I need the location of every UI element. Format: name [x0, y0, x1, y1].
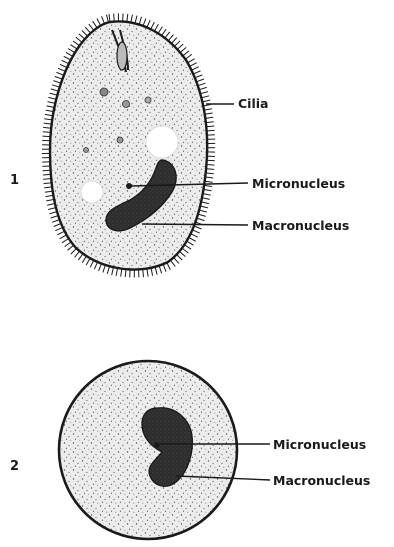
cilium [158, 27, 162, 34]
cilium [201, 202, 209, 204]
cilium [207, 165, 215, 166]
cilium [54, 224, 61, 227]
cilium [206, 126, 214, 127]
cilium [46, 199, 54, 201]
cilium [195, 75, 202, 78]
cilium [50, 93, 58, 95]
food-vacuole [100, 88, 108, 96]
cilium [207, 160, 215, 161]
cilium [89, 24, 94, 30]
cilium [79, 34, 85, 39]
cilium [204, 185, 212, 186]
cyst-macronucleus-label: Macronucleus [273, 473, 370, 488]
cilium [93, 21, 98, 28]
micronucleus-label: Micronucleus [252, 176, 345, 191]
cilium [67, 245, 73, 250]
cilium [125, 269, 126, 277]
cilium [123, 14, 124, 22]
cyst-body [59, 361, 237, 539]
cilium [179, 251, 185, 256]
cilium [199, 210, 207, 212]
cilium [190, 63, 197, 67]
macronucleus-leader [142, 224, 248, 225]
cilia-label: Cilia [238, 96, 268, 111]
cilium [182, 248, 188, 253]
cilium [45, 191, 53, 192]
cilium [48, 208, 56, 210]
cilium [194, 226, 201, 229]
cilium [203, 194, 211, 196]
figure-2-number: 2 [10, 459, 19, 474]
cilium [187, 241, 194, 245]
cilium [47, 204, 55, 206]
cilium [206, 173, 214, 174]
cilium [147, 20, 150, 27]
cilium [192, 230, 199, 233]
cilium [52, 220, 60, 223]
cilium [43, 174, 51, 175]
cilium [71, 248, 77, 254]
cilium [202, 100, 210, 102]
cilium [51, 216, 59, 218]
cilium [204, 190, 212, 191]
cilium [60, 235, 67, 239]
cilium [43, 170, 51, 171]
cilium [44, 183, 52, 184]
paramecium-body [50, 21, 207, 269]
cyst-cell-figure: Micronucleus Macronucleus 2 [10, 361, 370, 539]
cilium [68, 49, 75, 53]
food-vacuole [117, 137, 123, 143]
contractile-vacuole [81, 181, 103, 203]
cilium [55, 227, 62, 230]
cilium [46, 195, 54, 196]
cilium [188, 59, 195, 63]
food-vacuole [123, 101, 130, 108]
cilium [200, 206, 208, 208]
cilium [49, 212, 57, 214]
cilium [44, 187, 52, 188]
cilium [151, 22, 155, 29]
cyst-micronucleus-label: Micronucleus [273, 437, 366, 452]
contractile-vacuole [146, 126, 178, 158]
cilium [185, 54, 191, 59]
cilium [191, 234, 198, 238]
cilium [184, 245, 191, 250]
cilium [205, 181, 213, 182]
cilium [85, 27, 90, 33]
cilium [198, 214, 206, 216]
cilium [49, 97, 57, 99]
cilium [202, 198, 210, 200]
cilium [43, 179, 51, 180]
cilium [73, 41, 80, 46]
cilium [206, 122, 214, 123]
macronucleus-label: Macronucleus [252, 218, 349, 233]
paramecium-cell-figure: Cilia Micronucleus Macronucleus 1 [10, 13, 349, 277]
figure-1-number: 1 [10, 173, 19, 188]
cilium [62, 239, 69, 243]
food-vacuole [145, 97, 151, 103]
cilium [57, 231, 64, 235]
cilium [189, 238, 196, 242]
cilium [174, 258, 179, 264]
cilium [197, 218, 205, 221]
cilium [192, 67, 199, 71]
cilium [43, 136, 51, 137]
cilium [51, 89, 59, 91]
cilium [121, 269, 122, 277]
cyst-micronucleus-dot [154, 442, 160, 448]
cilium [112, 267, 114, 275]
food-vacuole [84, 148, 89, 153]
cilium [82, 31, 88, 37]
gullet [117, 42, 127, 70]
